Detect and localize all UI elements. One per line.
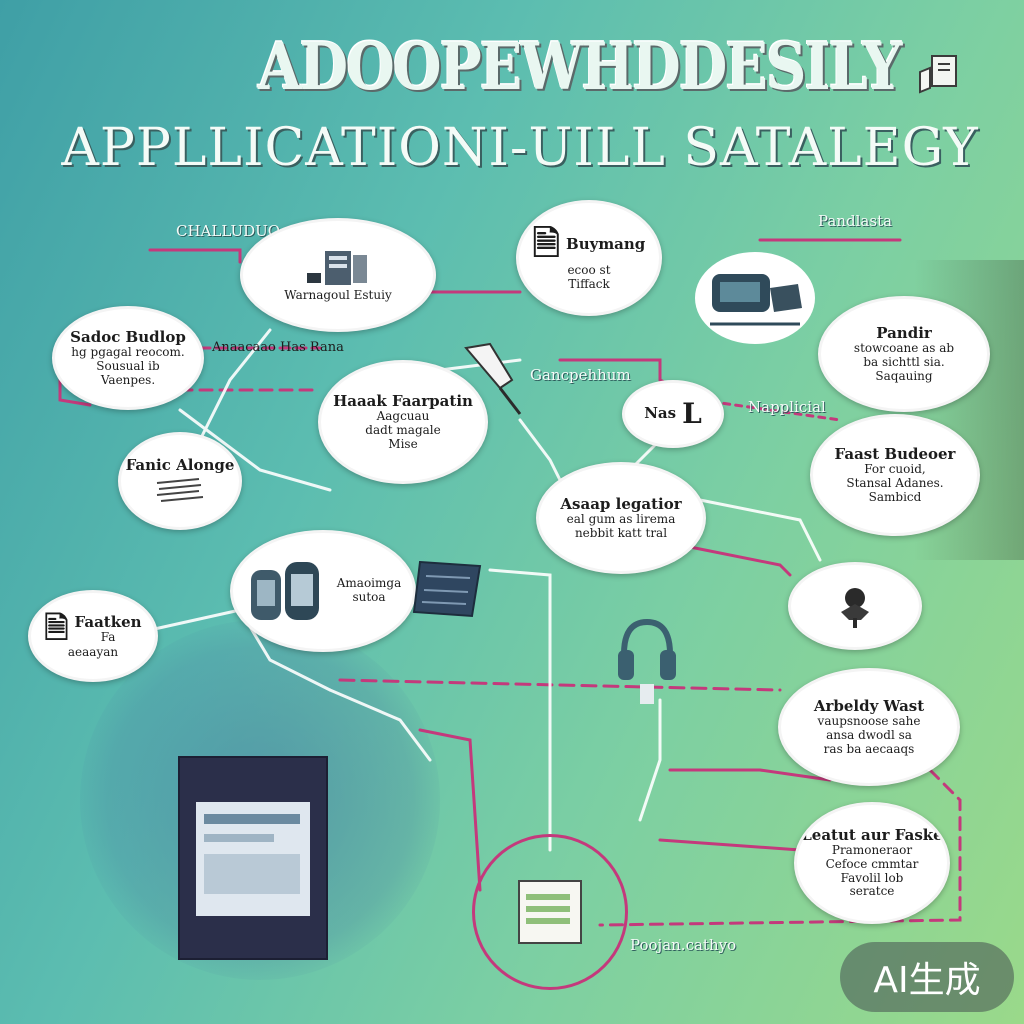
- node-text: Vaenpes.: [100, 372, 156, 387]
- diagram-node: Warnagoul Estuiy: [240, 218, 436, 332]
- node-text: dadt magale: [365, 422, 441, 437]
- node-text: ras ba aecaaqs: [823, 741, 915, 756]
- node-text: stowcoane as ab: [853, 340, 955, 355]
- connector-line: [638, 698, 662, 822]
- server-rack-icon: [307, 251, 367, 286]
- monitor-screen: [196, 802, 310, 916]
- node-text: Sousual ib: [96, 358, 160, 373]
- node-text: Aagcuau: [376, 408, 430, 423]
- diagram-node: Fanic Alonge: [118, 432, 242, 530]
- node-text: Cefoce cmmtar: [825, 856, 919, 871]
- diagram-node: Asaap legatior eal gum as lirema nebbit …: [536, 462, 706, 574]
- label-top-right: Pandlasta: [818, 212, 893, 230]
- page-title: ADOOPEWHDDESILY: [258, 29, 902, 105]
- node-title: Nas: [644, 404, 677, 423]
- book-icon: [919, 55, 957, 94]
- tablet-icon: [412, 560, 482, 618]
- node-text: Warnagoul Estuiy: [284, 288, 392, 303]
- node-title: Leatut aur Faske: [801, 825, 943, 844]
- device-icon: [695, 252, 815, 344]
- diagram-node: Haaak Faarpatin Aagcuau dadt magale Mise: [318, 360, 488, 484]
- diagram-node: Nas L: [622, 380, 724, 448]
- tree-icon: [841, 588, 869, 628]
- file-icon: [518, 880, 582, 944]
- node-text: Saqauing: [875, 368, 933, 383]
- diagram-node: 🗎 Buymang ecoo st Tiffack: [516, 200, 662, 316]
- node-title: Sadoc Budlop: [70, 327, 186, 346]
- label-top-left: CHALLUDUO: [176, 222, 281, 240]
- node-title: Arbeldy Wast: [813, 696, 925, 715]
- node-text: vaupsnoose sahe: [817, 713, 921, 728]
- connector-line: [148, 608, 332, 692]
- node-text: ansa dwodl sa: [826, 727, 912, 742]
- connector-line: [658, 838, 802, 852]
- node-title: Haaak Faarpatin: [333, 391, 473, 410]
- page-subtitle: APPLLICATIONI-UILL SATALEGY: [61, 118, 979, 178]
- node-text: sutoa: [352, 590, 386, 604]
- node-text: seratce: [849, 884, 895, 899]
- user-device-icon: [250, 562, 319, 620]
- node-title: Faast Budeoer: [834, 444, 956, 463]
- diagram-node: Faast Budeoer For cuoid, Stansal Adanes.…: [810, 414, 980, 536]
- node-text: hg pgagal reocom.: [71, 344, 185, 359]
- node-title: Asaap legatior: [560, 494, 682, 513]
- node-text: Fa: [100, 629, 116, 644]
- node-title: Buymang: [566, 234, 646, 253]
- node-title: Faatken: [74, 612, 142, 631]
- node-title: Fanic Alonge: [125, 456, 235, 475]
- connector-line: [698, 398, 842, 422]
- diagram-node: 🗎 Faatken Fa aeaayan: [28, 590, 158, 682]
- connector-line: [328, 688, 432, 762]
- connector-line: [698, 498, 822, 562]
- connector-line: [518, 418, 562, 482]
- label-dash-row: Anaacaao Has Rana: [212, 340, 344, 355]
- node-text: Amaoimga: [336, 576, 402, 591]
- connector-line: [598, 768, 962, 927]
- node-text: Mise: [388, 436, 418, 451]
- node-text: Favolil lob: [840, 870, 904, 885]
- node-text: Stansal Adanes.: [846, 475, 944, 490]
- monitor-illustration: [178, 756, 328, 960]
- node-text: Tiffack: [568, 276, 610, 291]
- letter-l-icon: L: [682, 396, 702, 430]
- node-text: Pramoneraor: [831, 843, 913, 858]
- node-text: For cuoid,: [864, 461, 926, 476]
- connector-line: [678, 543, 792, 577]
- destination-node: [472, 834, 628, 990]
- connector-line: [148, 248, 242, 264]
- node-text: Sambicd: [868, 489, 922, 504]
- pencil-icon: [464, 342, 522, 415]
- ai-generated-badge: AI生成: [840, 942, 1014, 1012]
- node-text: aeaayan: [67, 645, 119, 660]
- stack-icon: [156, 477, 204, 502]
- label-mid-center: Gancpehhum: [530, 366, 631, 384]
- diagram-node: Leatut aur Faske Pramoneraor Cefoce cmmt…: [794, 802, 950, 924]
- node-text: nebbit katt tral: [574, 525, 668, 540]
- diagram-node: Arbeldy Wast vaupsnoose sahe ansa dwodl …: [778, 668, 960, 786]
- connector-line: [198, 328, 272, 442]
- node-title: Pandir: [876, 323, 932, 342]
- label-mid-right: Napplicial: [748, 398, 826, 416]
- diagram-node: Pandir stowcoane as ab ba sichttl sia. S…: [818, 296, 990, 412]
- connector-line: [338, 678, 782, 692]
- diagram-node: Amaoimga sutoa: [230, 530, 416, 652]
- document-glyph-icon: 🗎: [44, 610, 69, 646]
- connector-line: [668, 768, 832, 782]
- node-text: eal gum as lirema: [566, 511, 676, 526]
- diagram-node: Sadoc Budlop hg pgagal reocom. Sousual i…: [52, 306, 204, 410]
- document-glyph-icon: 🗎: [532, 223, 561, 264]
- headset-icon: [618, 618, 676, 704]
- connector-line: [488, 568, 552, 852]
- label-bottom: Poojan.cathyo: [630, 936, 737, 954]
- diagram-node: [788, 562, 922, 650]
- node-text: ba sichttl sia.: [863, 354, 945, 369]
- node-text: ecoo st: [567, 262, 611, 277]
- connector-line: [418, 728, 482, 892]
